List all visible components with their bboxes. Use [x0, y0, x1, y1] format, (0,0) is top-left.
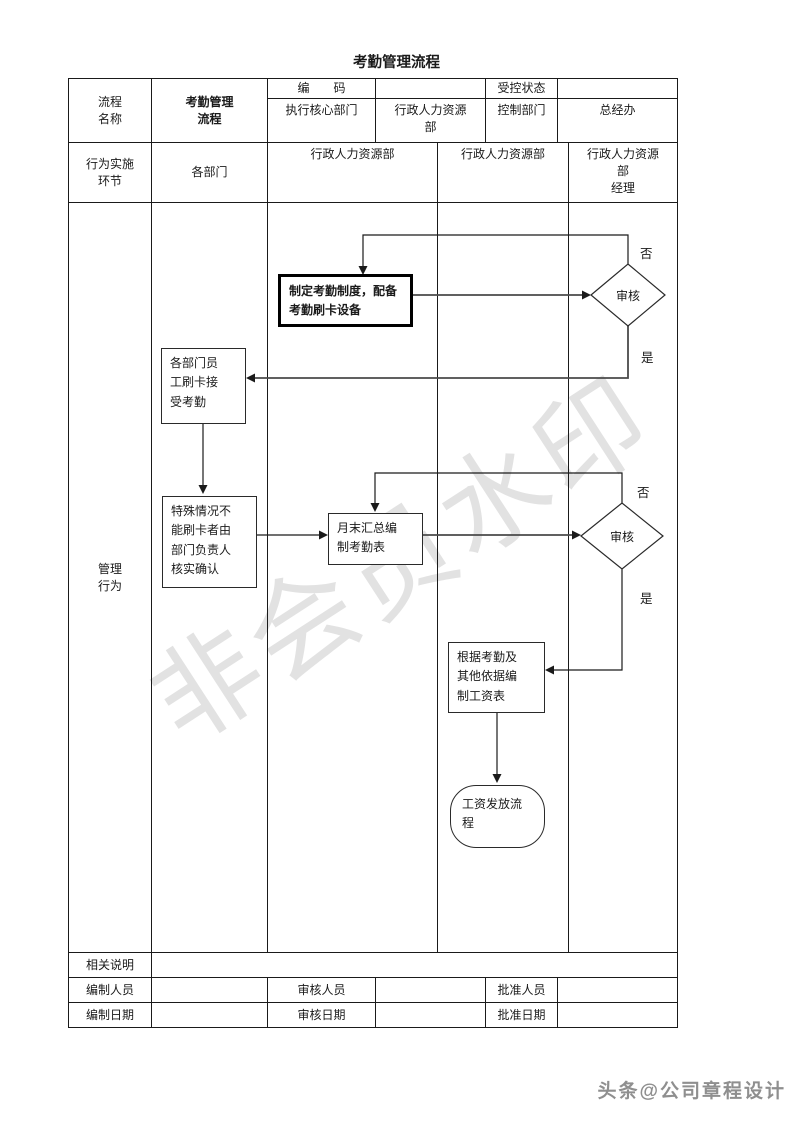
flow-decision-review1: 审核: [615, 288, 640, 303]
control-dept-value: 总经办: [557, 98, 677, 142]
approve-date-label: 批准日期: [485, 1002, 557, 1027]
branch-no-2: 否: [637, 486, 650, 500]
flow-node-swipe: 各部门员 工刷卡接 受考勤: [161, 348, 246, 424]
code-label: 编 码: [267, 78, 375, 98]
control-dept-label: 控制部门: [485, 98, 557, 142]
approve-date-value-cell: [557, 1002, 677, 1027]
controlled-status-label: 受控状态: [485, 78, 557, 98]
related-note-value-cell: [151, 952, 677, 977]
flow-decision-review2: 审核: [609, 529, 634, 544]
management-behavior-label: 管理 行为: [68, 202, 151, 952]
impl-col-hr1: 行政人力资源部: [267, 142, 437, 202]
process-name-value: 考勤管理 流程: [151, 78, 267, 142]
flow-node-special-case: 特殊情况不 能刷卡者由 部门负责人 核实确认: [162, 496, 257, 588]
lane-hr2: [437, 202, 568, 952]
branch-no-1: 否: [640, 247, 653, 261]
controlled-status-value-cell: [557, 78, 677, 98]
exec-core-dept-label: 执行核心部门: [267, 98, 375, 142]
maker-date-label: 编制日期: [68, 1002, 151, 1027]
impl-col-departments: 各部门: [151, 142, 267, 202]
impl-stage-label: 行为实施 环节: [68, 142, 151, 202]
maker-value-cell: [151, 977, 267, 1002]
flow-node-monthly-summary: 月末汇总编 制考勤表: [328, 513, 423, 565]
related-note-label: 相关说明: [68, 952, 151, 977]
flow-node-payout-process: 工资发放流 程: [450, 785, 545, 848]
maker-label: 编制人员: [68, 977, 151, 1002]
lane-departments: [151, 202, 267, 952]
credit-watermark: 头条@公司章程设计: [597, 1081, 786, 1102]
reviewer-label: 审核人员: [267, 977, 375, 1002]
review-date-label: 审核日期: [267, 1002, 375, 1027]
impl-col-hr-manager: 行政人力资源 部 经理: [568, 142, 677, 202]
code-value-cell: [375, 78, 485, 98]
impl-col-hr2: 行政人力资源部: [437, 142, 568, 202]
exec-core-dept-value: 行政人力资源 部: [375, 98, 485, 142]
approver-value-cell: [557, 977, 677, 1002]
flow-node-payroll: 根据考勤及 其他依据编 制工资表: [448, 642, 545, 713]
process-name-label: 流程 名称: [68, 78, 151, 142]
maker-date-value-cell: [151, 1002, 267, 1027]
review-date-value-cell: [375, 1002, 485, 1027]
branch-yes-1: 是: [641, 351, 654, 365]
reviewer-value-cell: [375, 977, 485, 1002]
approver-label: 批准人员: [485, 977, 557, 1002]
flow-node-setup: 制定考勤制度，配备 考勤刷卡设备: [278, 274, 413, 327]
lane-hr1: [267, 202, 437, 952]
page-title: 考勤管理流程: [353, 55, 440, 71]
branch-yes-2: 是: [640, 592, 653, 606]
